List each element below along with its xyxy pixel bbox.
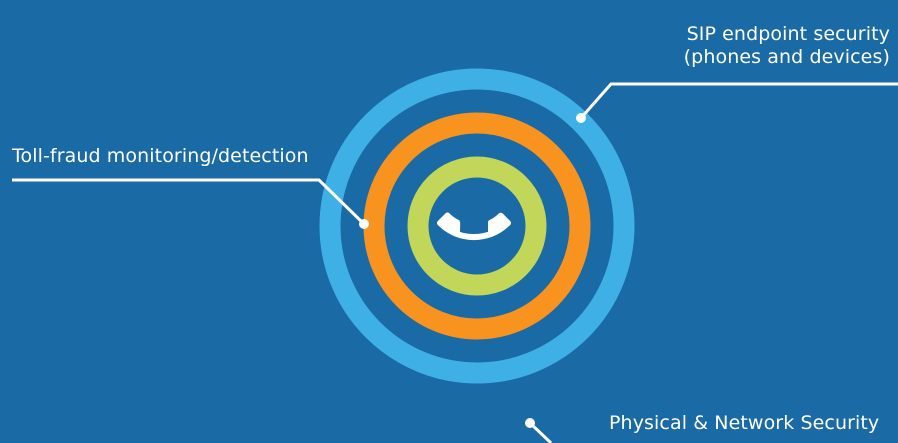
middle-ring-toll-fraud bbox=[363, 112, 591, 340]
sip-endpoint-label-line1: SIP endpoint security bbox=[686, 23, 890, 45]
inner-ring-sip-endpoint bbox=[407, 156, 547, 296]
phone-handset-icon bbox=[436, 212, 512, 241]
sip-endpoint-label: SIP endpoint security (phones and device… bbox=[684, 23, 890, 69]
toll-fraud-label: Toll-fraud monitoring/detection bbox=[12, 145, 309, 167]
sip-endpoint-label-line2: (phones and devices) bbox=[683, 46, 890, 68]
outer-ring-physical-network bbox=[319, 68, 635, 384]
toll-fraud-leader-line bbox=[12, 178, 366, 226]
sip-leader-dot bbox=[576, 113, 586, 123]
toll-fraud-leader-dot bbox=[359, 219, 369, 229]
physical-network-leader-dot bbox=[525, 418, 535, 428]
physical-network-label: Physical & Network Security bbox=[609, 412, 880, 434]
sip-leader-line bbox=[579, 82, 898, 119]
